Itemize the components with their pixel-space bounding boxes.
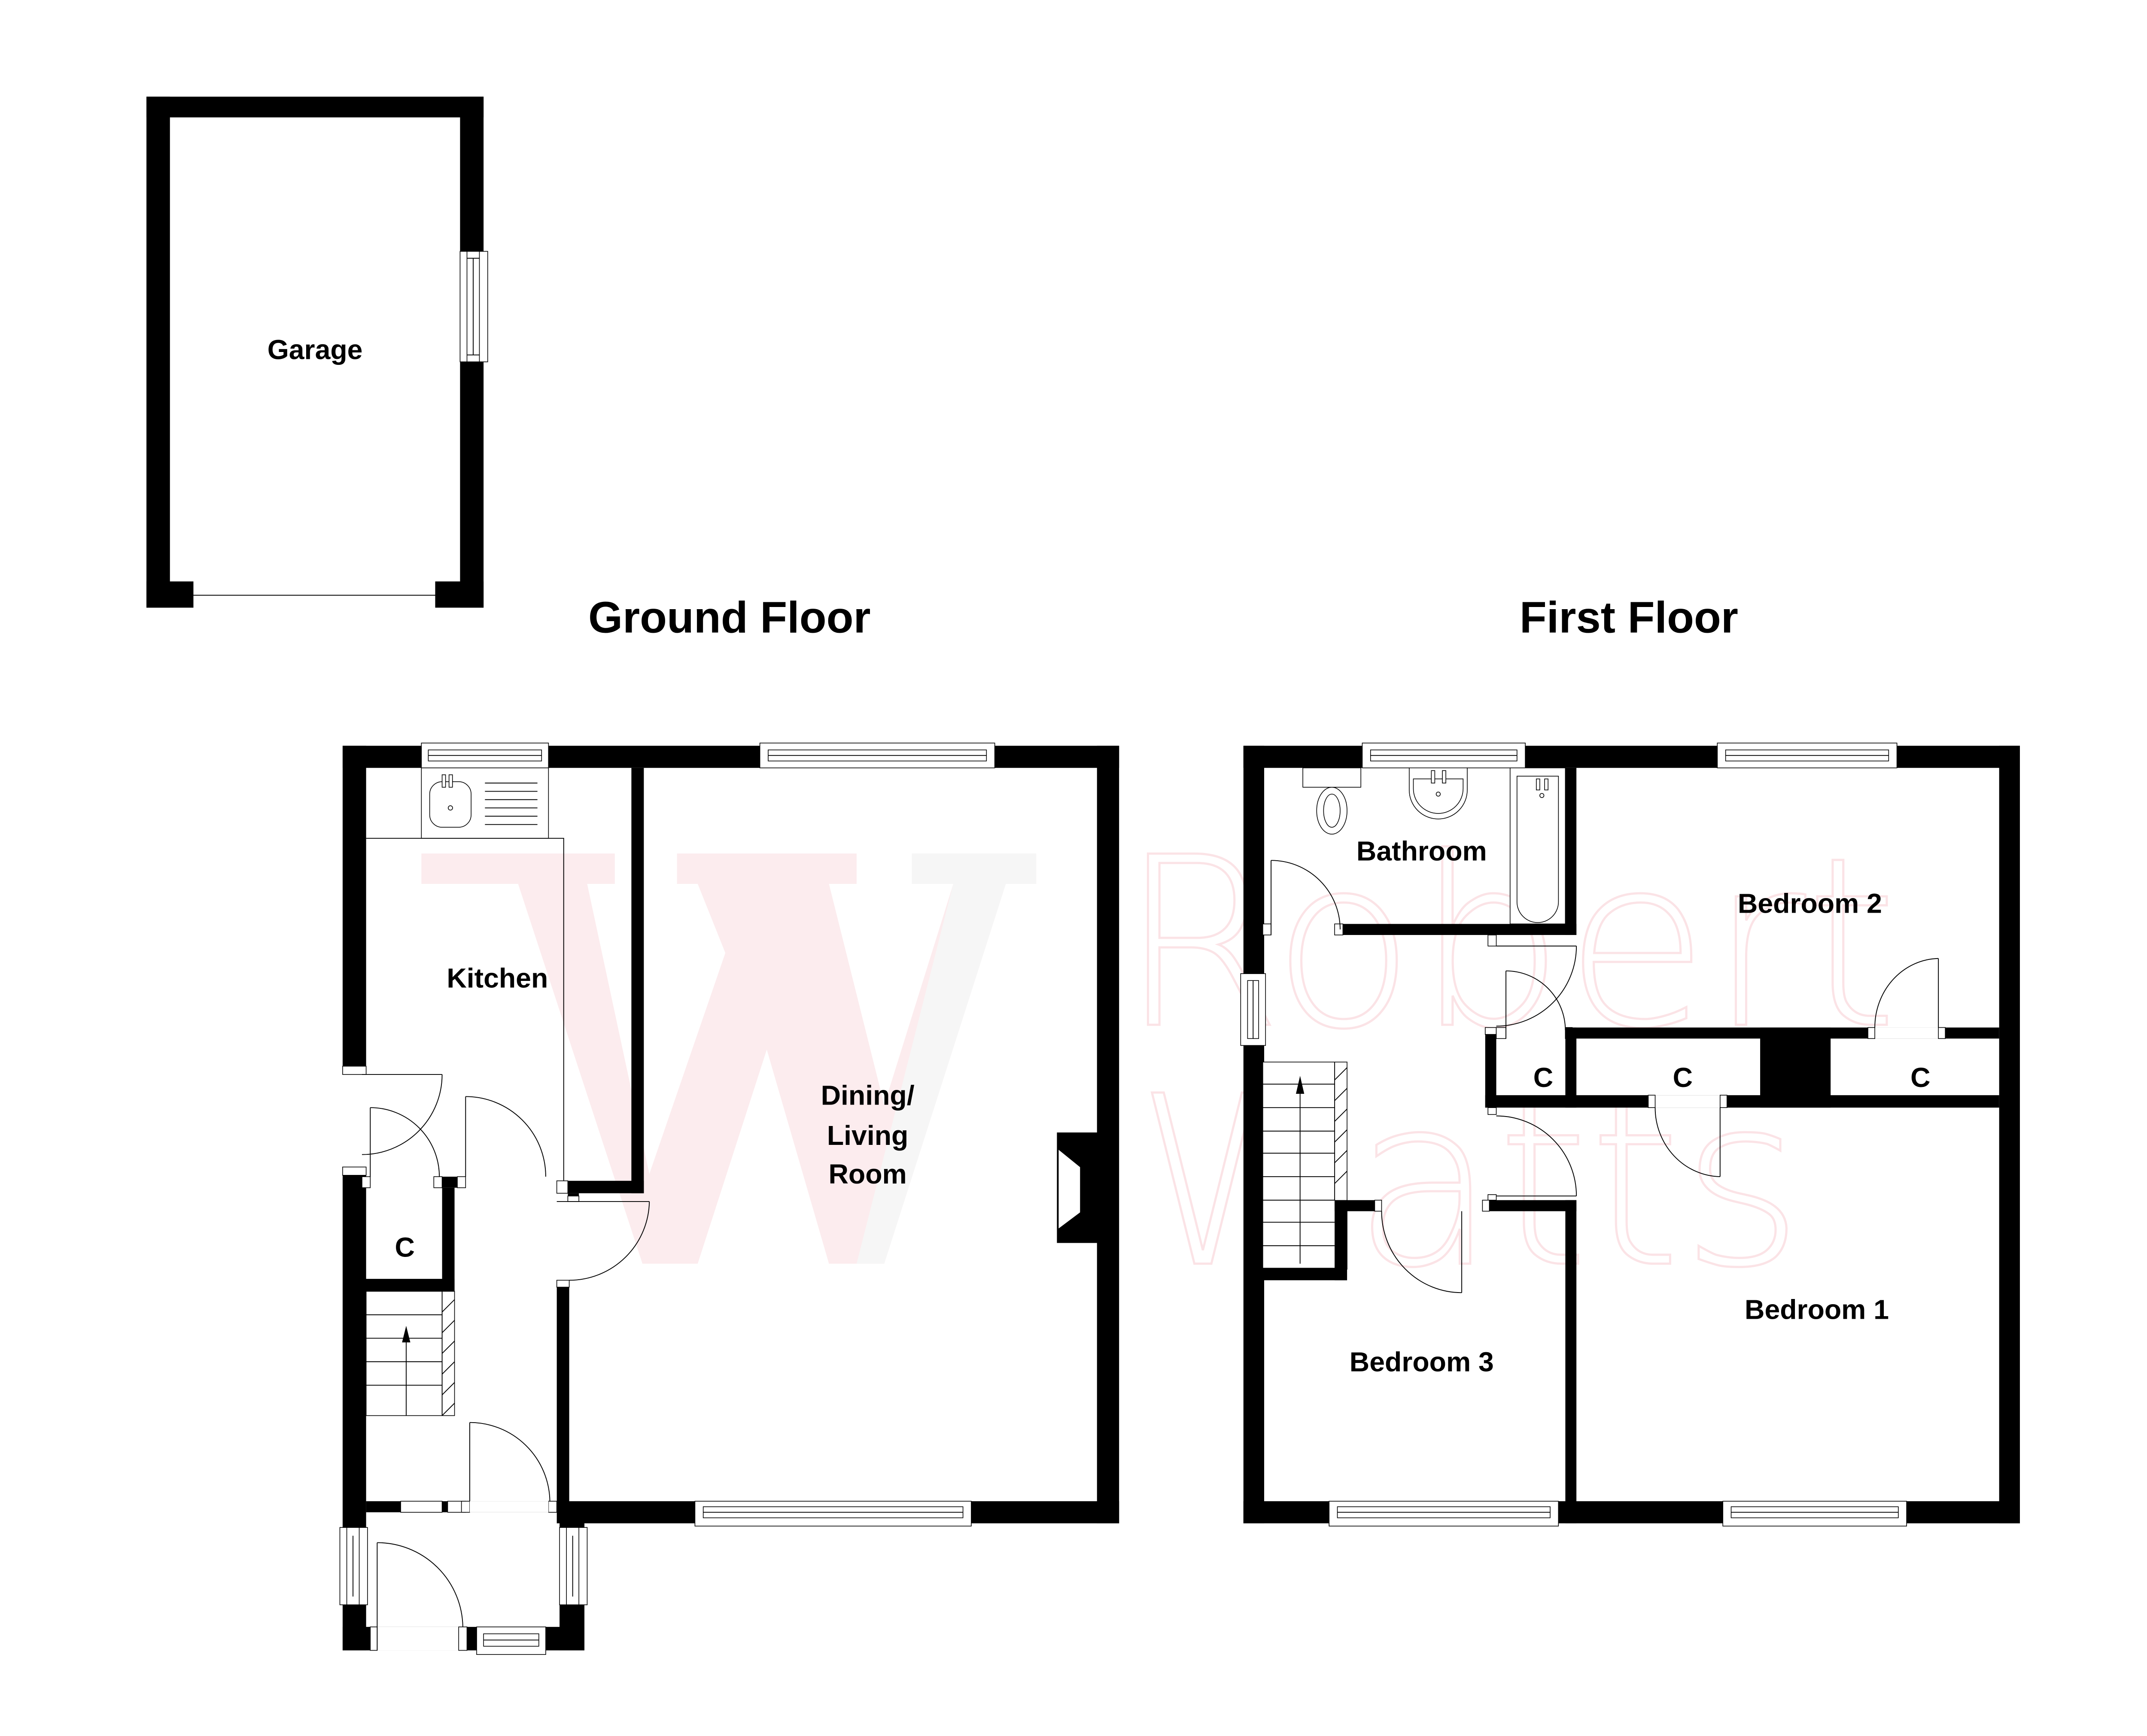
cupboard-a-door[interactable] [1505,970,1566,1039]
back-door[interactable] [362,1074,443,1155]
garage-label: Garage [268,334,363,365]
ground-floor-plan: C Kitchen Dining/ Living Room [339,743,1119,1655]
kitchen-window [421,743,549,768]
garage: Garage [146,97,488,608]
bathroom-window [1362,743,1526,768]
fireplace-icon [1057,1132,1098,1243]
ground-floor-title: Ground Floor [588,592,871,642]
bath-icon [1509,767,1566,925]
cupboard-b-label: C [1673,1062,1693,1093]
cupboard-door[interactable] [370,1107,440,1177]
watermark-w-logo [421,853,1037,1264]
cupboard-c-door[interactable] [1874,958,1939,1028]
first-floor-title: First Floor [1520,592,1738,642]
porch [339,1512,588,1655]
stairs-up-arrow-icon [1296,1076,1305,1094]
basin-icon [1409,767,1468,819]
bedroom3-window [1329,1501,1559,1527]
bathroom-door[interactable] [1271,860,1341,935]
bathroom-label: Bathroom [1356,835,1487,866]
living-room-bottom-window [694,1501,972,1527]
watermark-watts: Watts [1136,1046,1803,1319]
kitchen-worktop [366,838,564,1181]
bedroom3-door[interactable] [1381,1211,1463,1293]
bedroom1-door[interactable] [1496,1115,1577,1197]
cupboard-a-label: C [1533,1062,1553,1093]
bedroom1-window [1722,1501,1907,1527]
living-room-label-3: Room [828,1159,906,1190]
first-floor-plan: Bathroom [1240,743,2020,1527]
living-room-door[interactable] [557,1201,650,1281]
living-room-label-2: Living [827,1120,908,1151]
toilet-icon [1302,767,1362,835]
porch-inner-door[interactable] [469,1422,550,1502]
bedroom2-label: Bedroom 2 [1738,888,1882,919]
bedroom2-window [1717,743,1898,768]
kitchen-sink-icon [421,767,549,839]
bedroom3-label: Bedroom 3 [1350,1347,1494,1378]
cupboard-b-door[interactable] [1654,1108,1721,1178]
first-stairs [1262,1062,1347,1270]
porch-left-window [339,1527,368,1605]
porch-right-window [559,1527,588,1605]
landing-window [1240,973,1266,1046]
chimney-breast [1760,1027,1831,1108]
stairs-up-arrow-icon [402,1326,411,1343]
front-door[interactable] [377,1542,463,1651]
kitchen-door[interactable] [465,1096,546,1177]
ground-stairs [365,1291,455,1416]
living-room-label-1: Dining/ [821,1080,915,1111]
kitchen-label: Kitchen [447,962,548,993]
ground-cupboard-label: C [395,1232,414,1263]
bedroom1-label: Bedroom 1 [1745,1294,1889,1325]
bedroom2-door[interactable] [1496,945,1577,1027]
living-room-top-window [759,743,995,768]
garage-window [459,251,488,362]
cupboard-c-label: C [1910,1062,1930,1093]
porch-front-window [476,1627,546,1655]
